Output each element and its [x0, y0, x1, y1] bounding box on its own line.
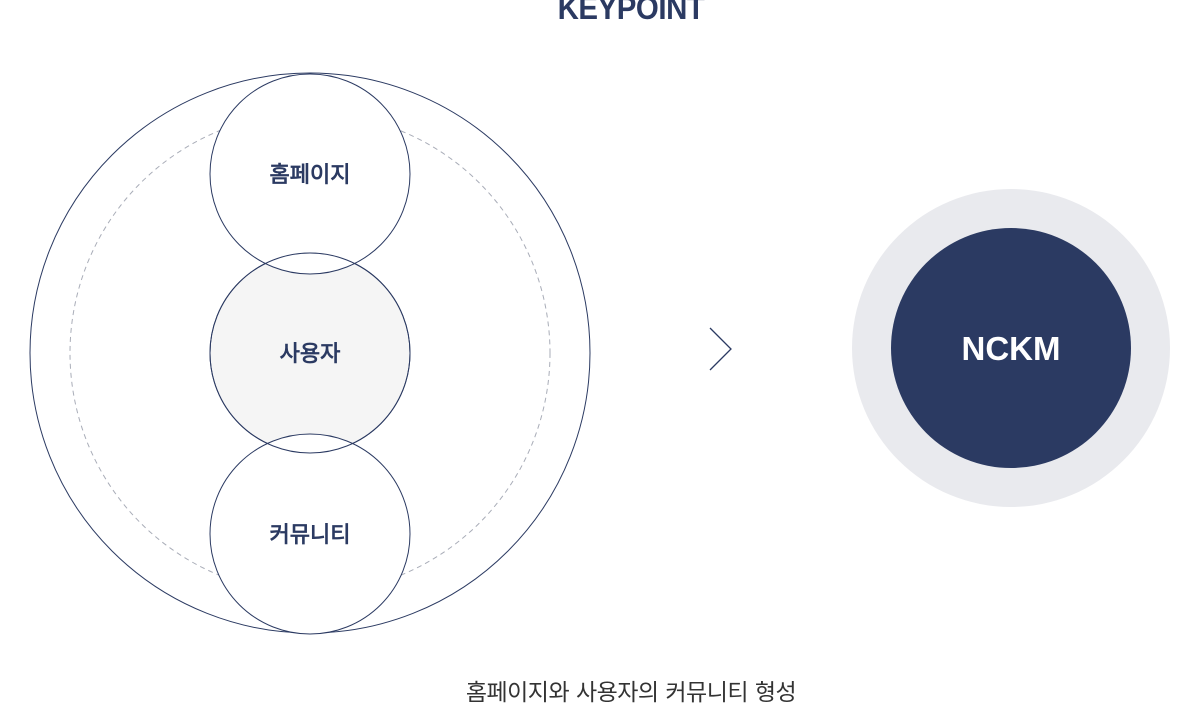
circle-label-community: 커뮤니티: [270, 523, 351, 548]
chevron-right-icon: [709, 327, 732, 371]
circle-homepage: [209, 73, 411, 275]
result-circle: [891, 228, 1131, 468]
circle-label-user: 사용자: [280, 342, 341, 367]
circle-community: [209, 433, 411, 635]
circle-label-homepage: 홈페이지: [270, 163, 351, 188]
result-label: NCKM: [962, 330, 1061, 367]
circle-user-outline: [209, 252, 411, 454]
page-title: KEYPOINT: [557, 0, 705, 26]
caption: 홈페이지와 사용자의 커뮤니티 형성: [465, 680, 797, 706]
dashed-circle: [69, 112, 551, 594]
